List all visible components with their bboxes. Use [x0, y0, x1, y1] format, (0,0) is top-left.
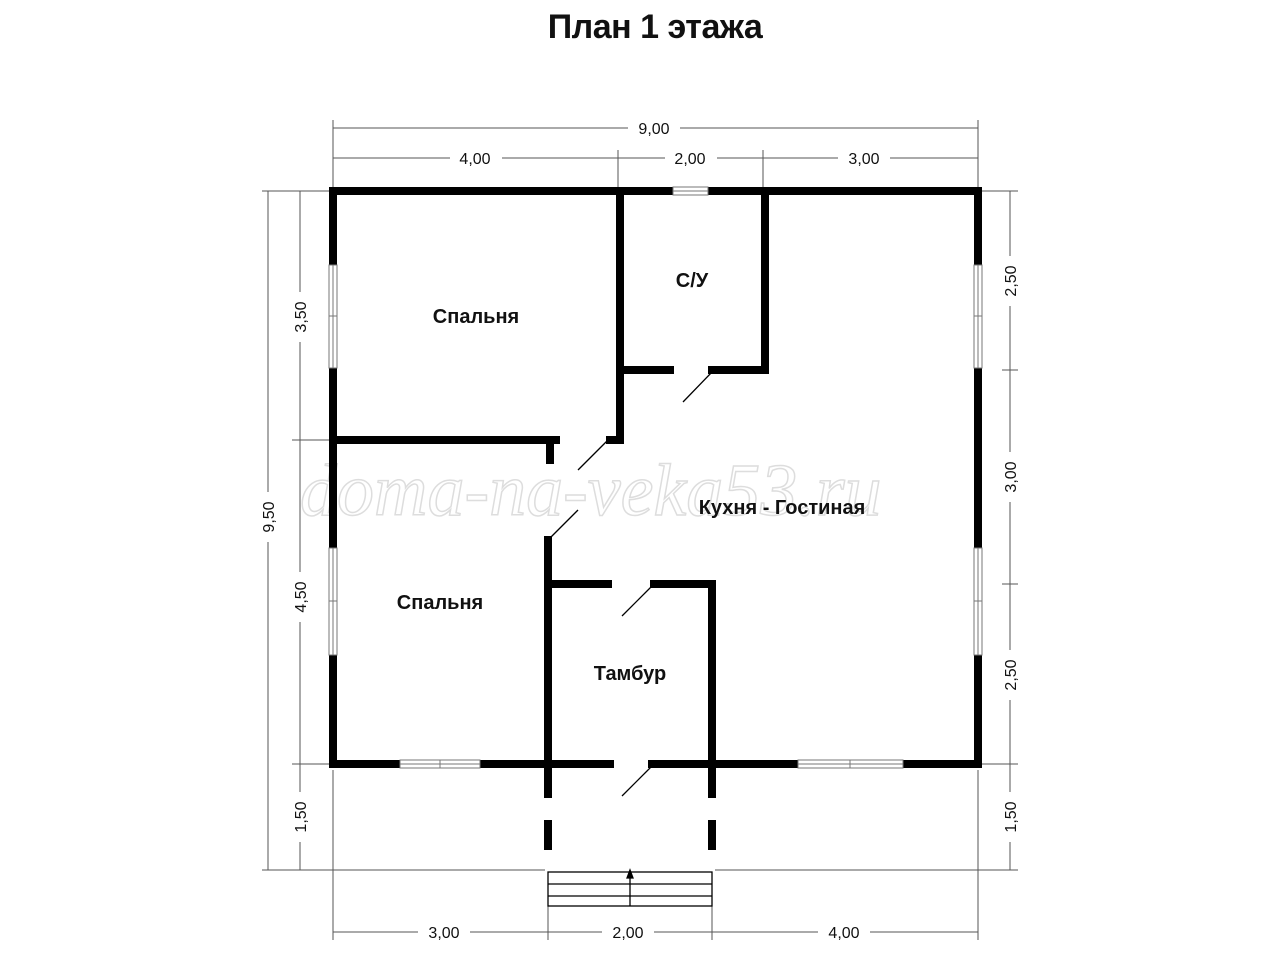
windows: [328, 186, 983, 769]
room-bathroom: С/У: [676, 270, 709, 292]
dim-top-2: 2,00: [674, 151, 705, 168]
dim-right-4: 1,50: [1003, 801, 1020, 832]
dim-top-1: 4,00: [459, 151, 490, 168]
dim-right-1: 2,50: [1003, 265, 1020, 296]
dim-bottom-1: 3,00: [428, 925, 459, 942]
dim-top-total: 9,00: [638, 121, 669, 138]
porch-steps: [547, 868, 713, 907]
room-vestibule: Тамбур: [594, 663, 667, 685]
dim-bottom-2: 2,00: [612, 925, 643, 942]
room-bedroom-bottom: Спальня: [397, 592, 483, 614]
watermark: doma-na-veka53.ru: [300, 450, 882, 532]
room-bedroom-top: Спальня: [433, 306, 519, 328]
dim-left-1: 3,50: [293, 301, 310, 332]
room-kitchen-living: Кухня - Гостиная: [699, 497, 866, 519]
dim-left-2: 4,50: [293, 581, 310, 612]
dim-left-3: 1,50: [293, 801, 310, 832]
doors: [547, 371, 713, 797]
dim-right-2: 3,00: [1003, 461, 1020, 492]
walls: [329, 187, 982, 876]
dim-top-3: 3,00: [848, 151, 879, 168]
entry-arrow-icon: [626, 868, 634, 879]
dim-left-total: 9,50: [261, 501, 278, 532]
dim-bottom-3: 4,00: [828, 925, 859, 942]
dim-right-3: 2,50: [1003, 659, 1020, 690]
plan-title: План 1 этажа: [547, 8, 763, 46]
